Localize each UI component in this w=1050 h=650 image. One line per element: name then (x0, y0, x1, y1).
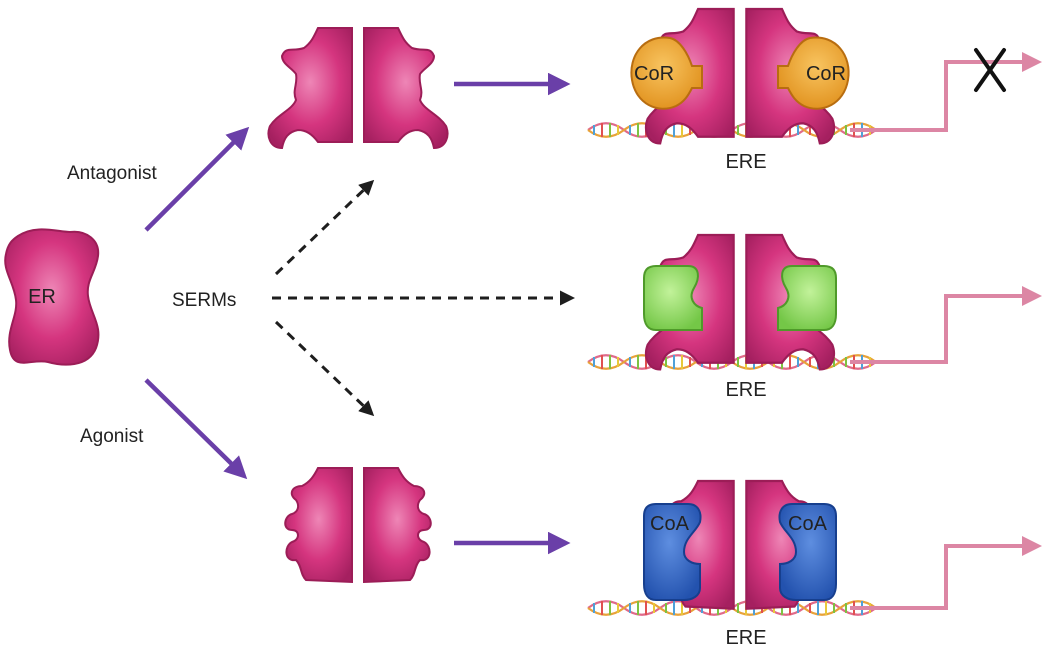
ere-label-2: ERE (725, 379, 766, 401)
corepressor-complex: CoR CoR ERE (586, 7, 1042, 173)
ere-label-1: ERE (725, 151, 766, 173)
antagonist-arrow (144, 126, 250, 232)
coactivator-left-label: CoA (650, 513, 690, 535)
corepressor-right-label: CoR (806, 63, 846, 85)
agonist-label: Agonist (80, 426, 144, 447)
coactivator-complex: CoA CoA ERE (586, 479, 1042, 649)
coactivator-right-label: CoA (788, 513, 828, 535)
antagonist-bound-dimer (267, 27, 449, 149)
coactivator-left: CoA (643, 503, 702, 601)
corepressor-right: CoR (777, 36, 850, 110)
er-shape (4, 228, 100, 366)
agonist-bound-dimer (284, 467, 432, 583)
free-er-monomer: ER (4, 228, 100, 366)
serm-arrow-to-agonist-form (274, 320, 375, 417)
serms-label: SERMs (172, 290, 236, 311)
agonist-arrow (144, 378, 248, 480)
coactivator-right: CoA (778, 503, 837, 601)
serm-arrow-to-antagonist-form (274, 179, 375, 276)
corepressor-left-label: CoR (634, 63, 674, 85)
transcription-arrow-3 (850, 536, 1042, 610)
antagonist-label: Antagonist (67, 163, 158, 184)
corepressor-left: CoR (630, 36, 703, 110)
transcription-blocked-mark (974, 48, 1006, 92)
transcription-arrow-2 (850, 286, 1042, 364)
transcription-arrow-1 (850, 52, 1042, 132)
ere-label-3: ERE (725, 627, 766, 649)
serm-complex: ERE (586, 233, 1042, 401)
er-label: ER (28, 286, 56, 308)
